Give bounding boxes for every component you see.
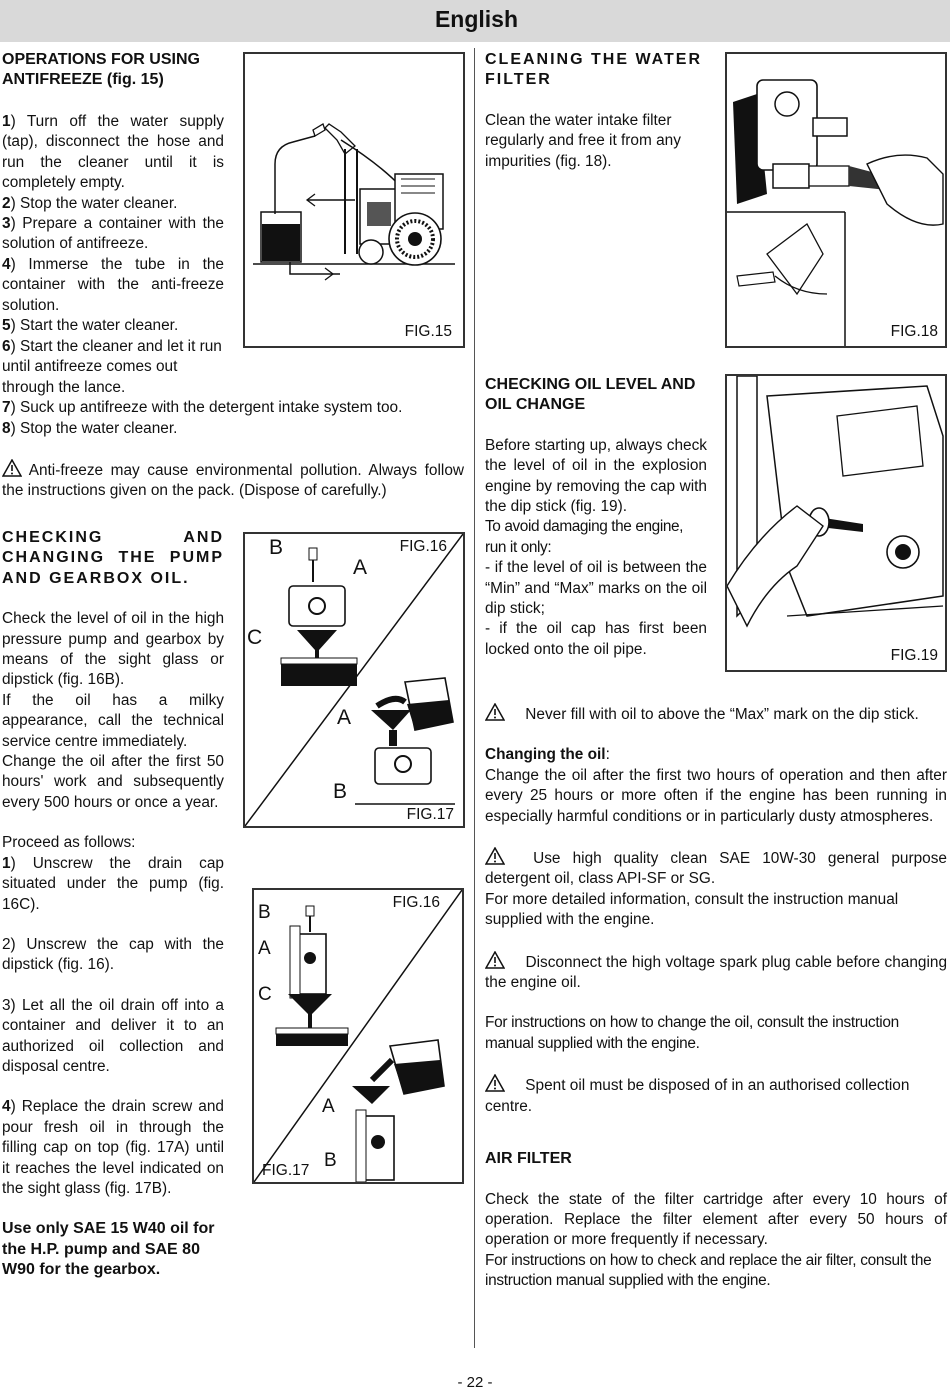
air-filter-paragraph-1: Check the state of the filter cartridge …	[485, 1190, 947, 1249]
oil-level-section: CHECKING OIL LEVEL AND OIL CHANGE Before…	[485, 375, 707, 660]
figure-16-17-pump-oil: B A C FIG.16 A B FIG.17	[243, 532, 465, 828]
pump-oil-section: CHECKING AND CHANGING THE PUMP AND GEARB…	[2, 528, 224, 1281]
step-text: ) Immerse the tube in the container with…	[2, 255, 224, 314]
antifreeze-steps-6-8: 6) Start the cleaner and let it run unti…	[2, 337, 472, 502]
step-text: ) Start the cleaner and let it run until…	[2, 338, 222, 396]
step-text: ) Stop the water cleaner.	[10, 419, 178, 437]
oil-quality-warning: Use high quality clean SAE 10W-30 genera…	[485, 850, 947, 888]
fig16-label: FIG.16	[399, 538, 447, 555]
page-header: English	[0, 0, 950, 42]
label-c: C	[258, 984, 272, 1005]
antifreeze-warning: Anti-freeze may cause environmental poll…	[2, 462, 464, 500]
pump-oil-title: CHECKING AND CHANGING THE PUMP AND GEARB…	[2, 529, 224, 587]
more-info-text: For more detailed information, consult t…	[485, 890, 899, 929]
fig18-label: FIG.18	[890, 323, 938, 340]
step-number: 8	[2, 419, 11, 437]
step-number: 5	[2, 317, 11, 335]
warning-icon	[485, 1074, 505, 1093]
figure-15-antifreeze-setup: FIG.15	[243, 52, 465, 348]
gearbox-oil-illustration	[253, 889, 463, 1183]
pump-oil-paragraph-2: If the oil has a milky appearance, call …	[2, 691, 224, 750]
warning-icon	[485, 847, 505, 865]
step-number: 3	[2, 215, 11, 233]
oil-change-section: Never fill with oil to above the “Max” m…	[485, 703, 947, 1292]
changing-oil-title: Changing the oil	[485, 746, 606, 764]
label-a: A	[337, 706, 352, 729]
step-number: 1	[2, 113, 11, 130]
antifreeze-title: OPERATIONS FOR USING ANTIFREEZE (fig. 15…	[2, 51, 200, 89]
figure-16-17-gearbox-oil: B A C FIG.16 A B FIG.17	[252, 888, 464, 1184]
oil-level-paragraph-2: To avoid damaging the engine, run it onl…	[485, 518, 684, 556]
fig17-label: FIG.17	[406, 806, 454, 823]
fig19-label: FIG.19	[890, 647, 938, 664]
air-filter-paragraph-2: For instructions on how to check and rep…	[485, 1251, 932, 1290]
warning-icon	[485, 950, 505, 969]
label-b: B	[333, 780, 348, 803]
pump-step-1: ) Unscrew the drain cap situated under t…	[2, 854, 224, 913]
step-number: 4	[2, 1098, 11, 1116]
label-b: B	[324, 1150, 337, 1171]
figure-18-water-filter: FIG.18	[725, 52, 947, 348]
pump-oil-paragraph-3: Change the oil after the first 50 hours'…	[2, 753, 224, 811]
antifreeze-steps-1-6: 1) Turn off the water supply (tap), disc…	[2, 112, 224, 336]
fig15-label: FIG.15	[404, 323, 452, 340]
label-c: C	[247, 626, 263, 649]
label-a: A	[322, 1096, 335, 1117]
water-filter-text: Clean the water intake filter regularly …	[485, 111, 681, 170]
oil-level-paragraph-3: - if the level of oil is between the “Mi…	[485, 559, 707, 618]
engine-dipstick-illustration	[726, 375, 944, 628]
page-number: - 22 -	[457, 1374, 493, 1391]
pump-oil-paragraph-1: Check the level of oil in the high press…	[2, 610, 224, 689]
step-number: 2	[2, 194, 11, 212]
oil-level-paragraph-1: Before starting up, always check the lev…	[485, 436, 707, 516]
never-fill-warning: Never fill with oil to above the “Max” m…	[525, 706, 919, 723]
colon: :	[605, 746, 610, 764]
step-number: 7	[2, 399, 11, 417]
pump-step-3: 3) Let all the oil drain off into a cont…	[2, 996, 224, 1075]
changing-oil-text: Change the oil after the first two hours…	[485, 766, 947, 825]
label-a: A	[353, 556, 368, 579]
column-divider	[474, 48, 475, 1348]
step-number: 1	[2, 854, 11, 872]
step-text: ) Suck up antifreeze with the detergent …	[10, 399, 403, 417]
step-text: ) Prepare a container with the solution …	[2, 215, 224, 253]
air-filter-title: AIR FILTER	[485, 1150, 572, 1168]
step-number: 4	[2, 255, 11, 273]
warning-icon	[2, 459, 22, 477]
warning-icon	[485, 703, 505, 721]
oil-level-paragraph-4: - if the oil cap has first been locked o…	[485, 620, 707, 658]
step-text: ) Turn off the water supply (tap), disco…	[2, 113, 224, 192]
oil-level-title: CHECKING OIL LEVEL AND OIL CHANGE	[485, 376, 696, 414]
pump-step-2: 2) Unscrew the cap with the dipstick (fi…	[2, 935, 224, 974]
change-instructions-text: For instructions on how to change the oi…	[485, 1014, 899, 1052]
water-filter-title: CLEANING THE WATER FILTER	[485, 51, 703, 89]
language-label: English	[434, 6, 518, 32]
label-b: B	[269, 536, 284, 559]
water-filter-illustration	[727, 79, 944, 346]
step-text: ) Start the water cleaner.	[10, 317, 179, 335]
spent-oil-warning: Spent oil must be disposed of in an auth…	[485, 1077, 910, 1115]
figure-19-engine-dipstick: FIG.19	[725, 374, 947, 672]
label-b: B	[258, 902, 271, 923]
pressure-washer-illustration	[253, 123, 455, 281]
water-filter-section: CLEANING THE WATER FILTER Clean the wate…	[485, 50, 707, 172]
fig16-label: FIG.16	[392, 894, 440, 911]
label-a: A	[258, 938, 271, 959]
antifreeze-section: OPERATIONS FOR USING ANTIFREEZE (fig. 15…	[2, 50, 224, 91]
pump-step-4: ) Replace the drain screw and pour fresh…	[2, 1098, 224, 1197]
pump-oil-illustration	[244, 533, 464, 827]
step-number: 6	[2, 338, 11, 355]
proceed-label: Proceed as follows:	[2, 834, 136, 852]
fig17-label: FIG.17	[262, 1162, 310, 1179]
oil-type-note: Use only SAE 15 W40 oil for the H.P. pum…	[2, 1220, 215, 1279]
disconnect-warning: Disconnect the high voltage spark plug c…	[485, 953, 948, 992]
step-text: ) Stop the water cleaner.	[10, 194, 178, 212]
